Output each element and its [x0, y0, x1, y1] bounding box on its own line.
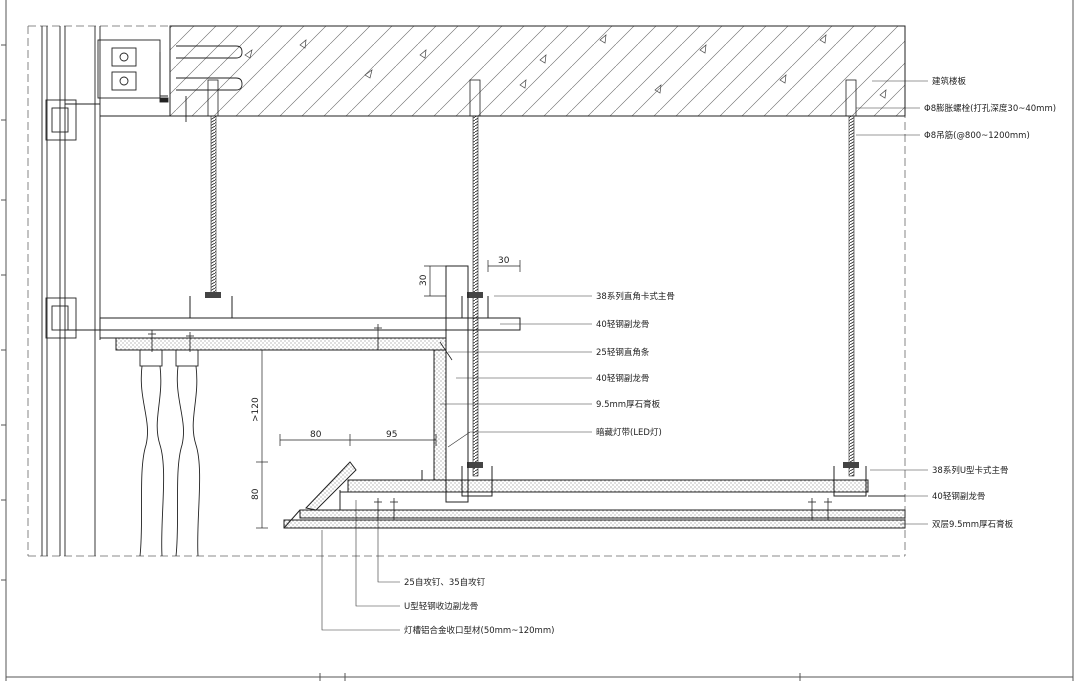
label-u-keel: U型轻钢收边副龙骨 [404, 601, 478, 612]
lower-ceiling [283, 461, 906, 529]
screws [148, 324, 832, 520]
dim-30-top: 30 [498, 256, 510, 266]
label-main-keel-38-u: 38系列U型卡式主骨 [932, 465, 1009, 476]
label-light-keel-40-b: 40轻钢副龙骨 [596, 373, 649, 384]
leader-lines [321, 80, 928, 631]
curtain-wall [41, 26, 243, 556]
label-screws: 25自攻钉、35自攻钉 [404, 577, 486, 588]
dim-95: 95 [386, 430, 397, 440]
label-light-keel-40-c: 40轻钢副龙骨 [932, 491, 985, 502]
label-alu-trim: 灯槽铝合金收口型材(50mm~120mm) [404, 625, 554, 636]
label-light-keel-40-a: 40轻钢副龙骨 [596, 319, 649, 330]
dim-30-side: 30 [419, 274, 429, 286]
label-floor-slab: 建筑楼板 [932, 76, 967, 87]
floor-slab [100, 25, 906, 117]
main-keel-clips [189, 296, 867, 497]
dimension-lines [256, 260, 521, 529]
label-angle-strip-25: 25轻钢直角条 [596, 347, 650, 358]
upper-ceiling [99, 265, 521, 503]
dim-80-v: 80 [251, 488, 261, 500]
dim-80-h: 80 [310, 430, 322, 440]
label-main-keel-38-angle: 38系列直角卡式主骨 [596, 291, 675, 302]
hanger-rods [205, 79, 859, 477]
curtains [139, 349, 201, 557]
label-gypsum-board: 9.5mm厚石膏板 [596, 399, 661, 410]
label-double-gypsum: 双层9.5mm厚石膏板 [932, 519, 1014, 530]
label-led-strip: 暗藏灯带(LED灯) [596, 427, 662, 438]
label-expansion-bolt: Φ8膨胀螺栓(打孔深度30~40mm) [924, 103, 1056, 114]
dim-120: >120 [251, 397, 261, 422]
label-hanger-rod: Φ8吊筋(@800~1200mm) [924, 130, 1030, 141]
